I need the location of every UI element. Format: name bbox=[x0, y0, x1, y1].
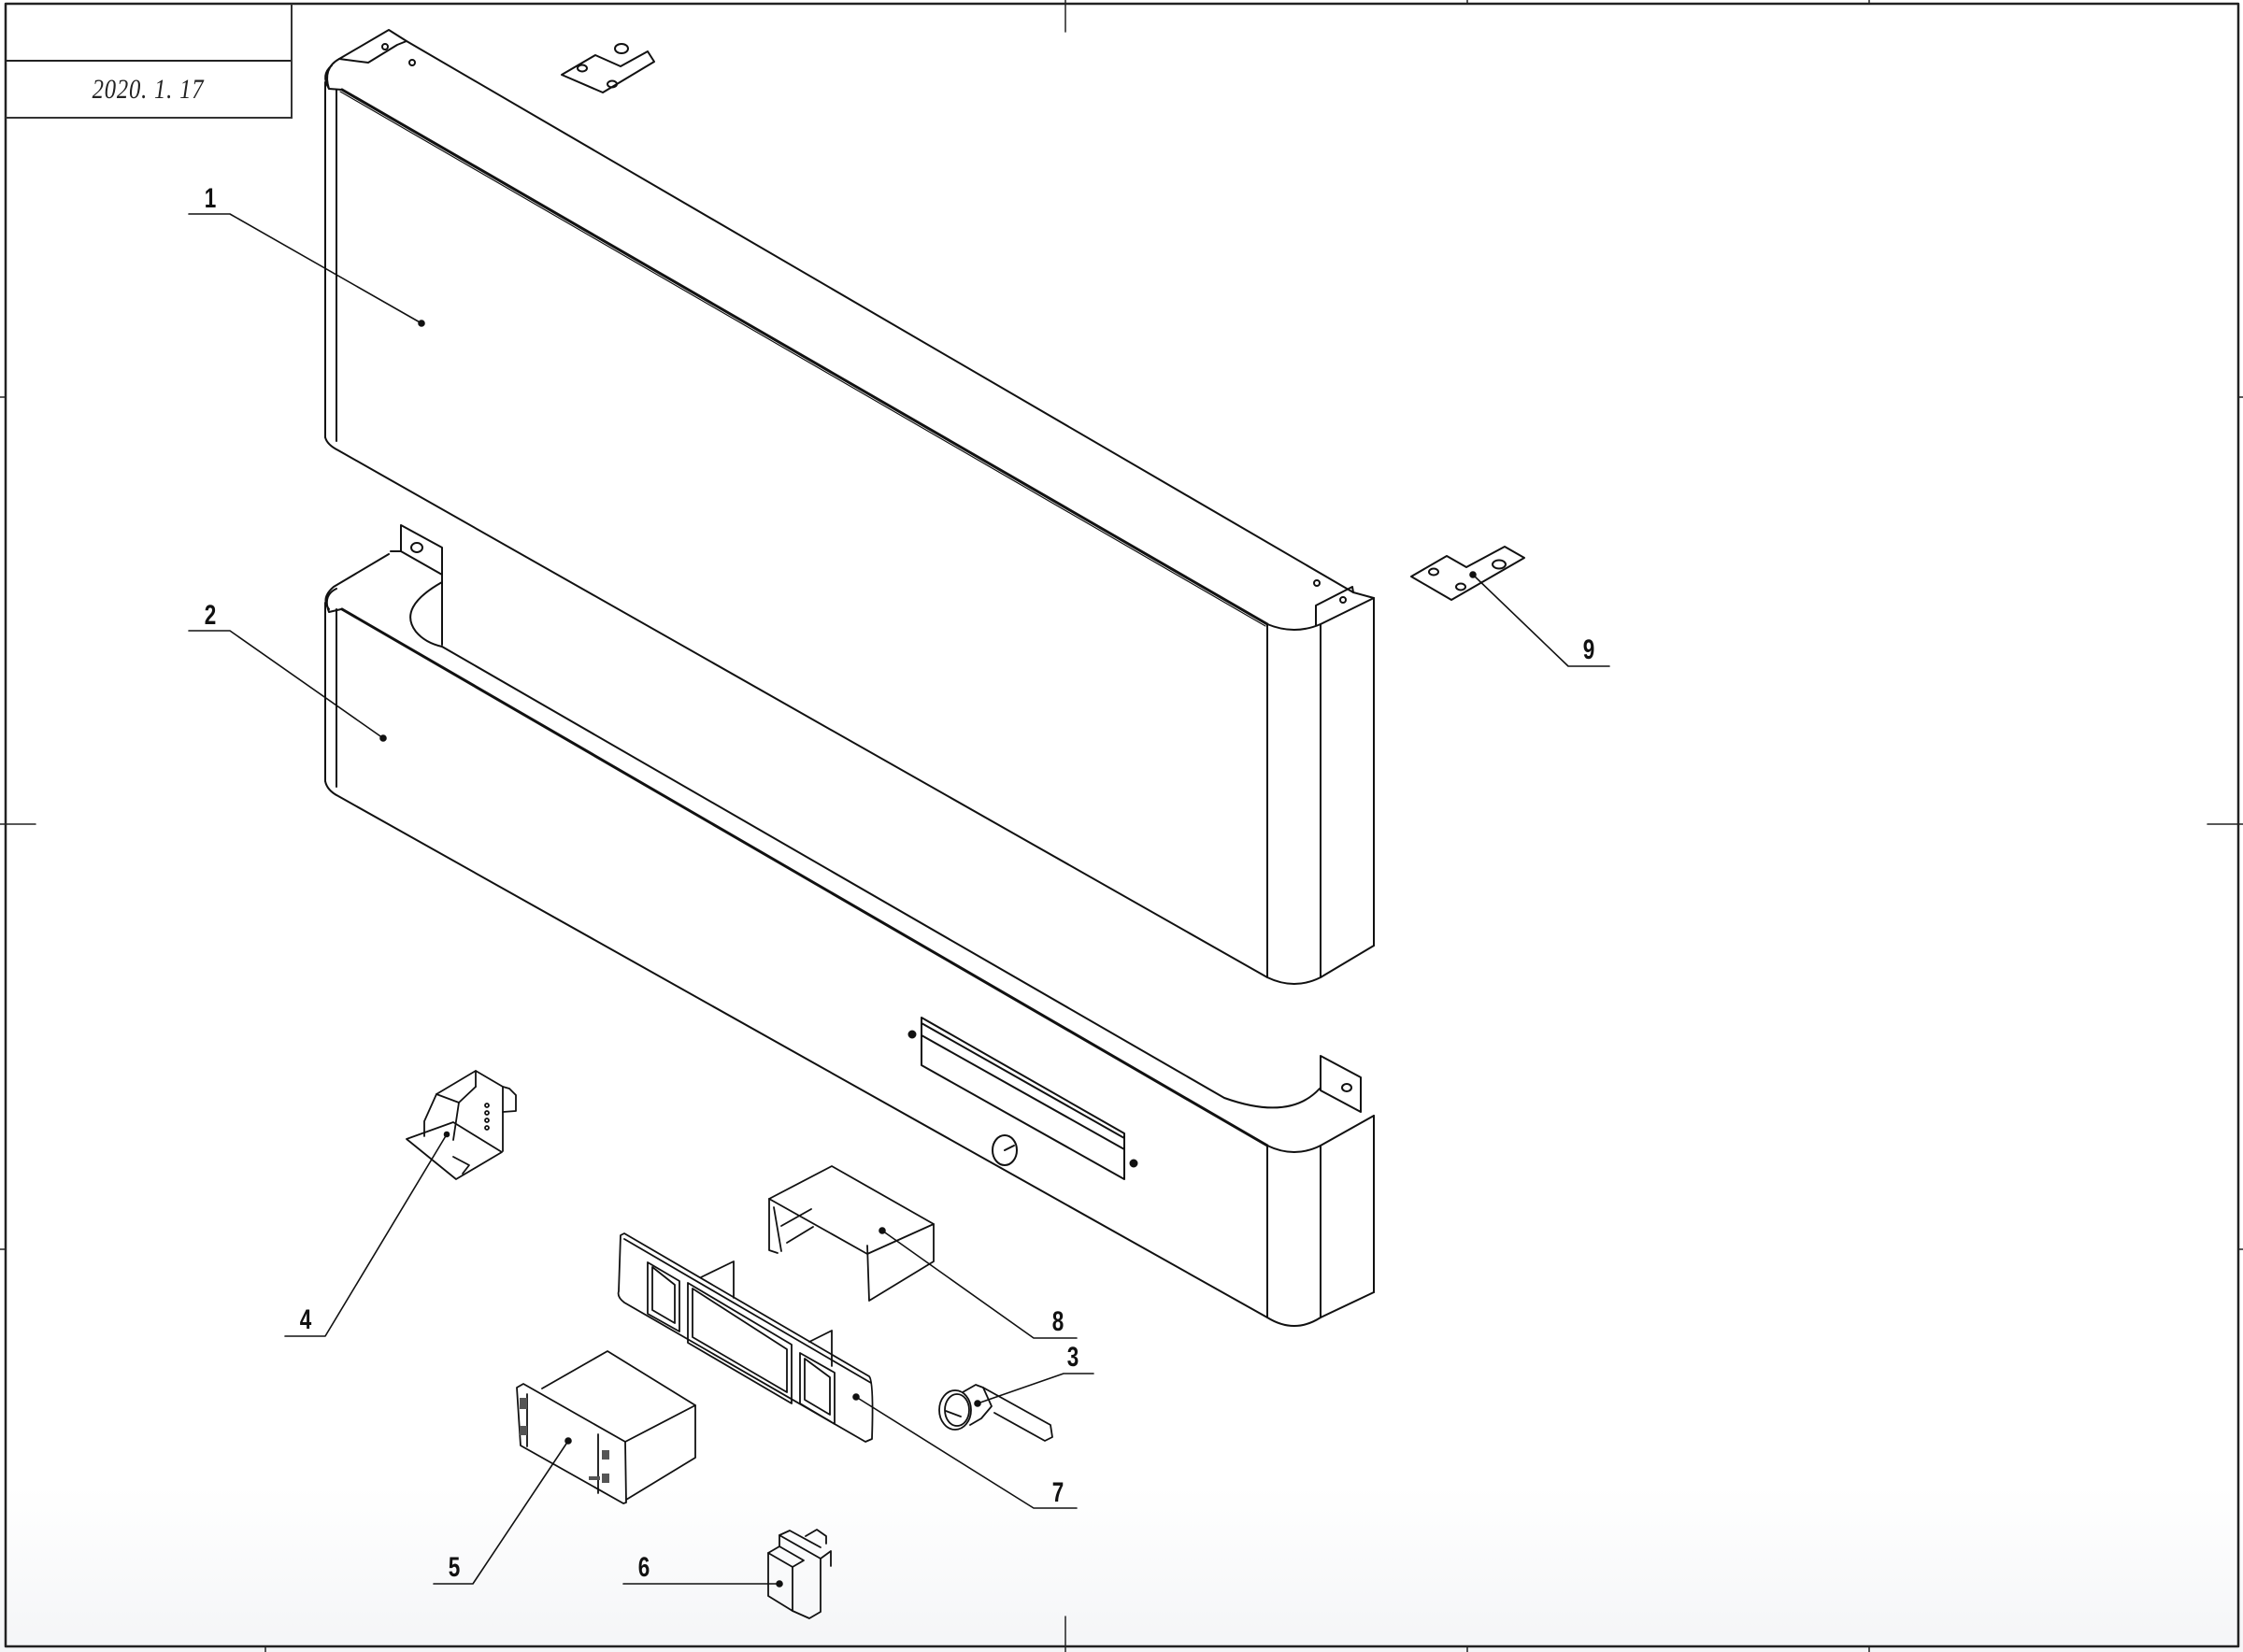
callout-1: 1 bbox=[204, 183, 217, 214]
callout-9: 9 bbox=[1582, 634, 1595, 665]
bracket-top bbox=[561, 43, 655, 93]
callout-8: 8 bbox=[1051, 1306, 1064, 1337]
part-7-bezel bbox=[617, 1232, 874, 1443]
part-5-controller bbox=[516, 1350, 696, 1504]
callout-2: 2 bbox=[204, 600, 217, 631]
part-2-lower-panel bbox=[324, 524, 1375, 1327]
callout-7: 7 bbox=[1051, 1477, 1064, 1508]
part-8-mounting-box bbox=[768, 1165, 935, 1302]
callout-4: 4 bbox=[299, 1304, 312, 1335]
callout-5: 5 bbox=[448, 1552, 461, 1583]
part-6-rocker-switch bbox=[767, 1529, 832, 1619]
drawing-date: 2020. 1. 17 bbox=[92, 73, 205, 105]
sheet-border bbox=[4, 2, 2240, 1648]
title-block-top-cell bbox=[6, 4, 291, 62]
part-4-connector-block bbox=[406, 1070, 517, 1180]
part-9-bracket bbox=[1410, 546, 1525, 601]
title-block: 2020. 1. 17 bbox=[6, 4, 293, 119]
part-1-upper-panel bbox=[324, 29, 1375, 985]
part-3-cam-lock bbox=[938, 1384, 1053, 1442]
callout-6: 6 bbox=[637, 1552, 650, 1583]
callout-3: 3 bbox=[1066, 1342, 1079, 1373]
leader-lines bbox=[188, 213, 1610, 1588]
